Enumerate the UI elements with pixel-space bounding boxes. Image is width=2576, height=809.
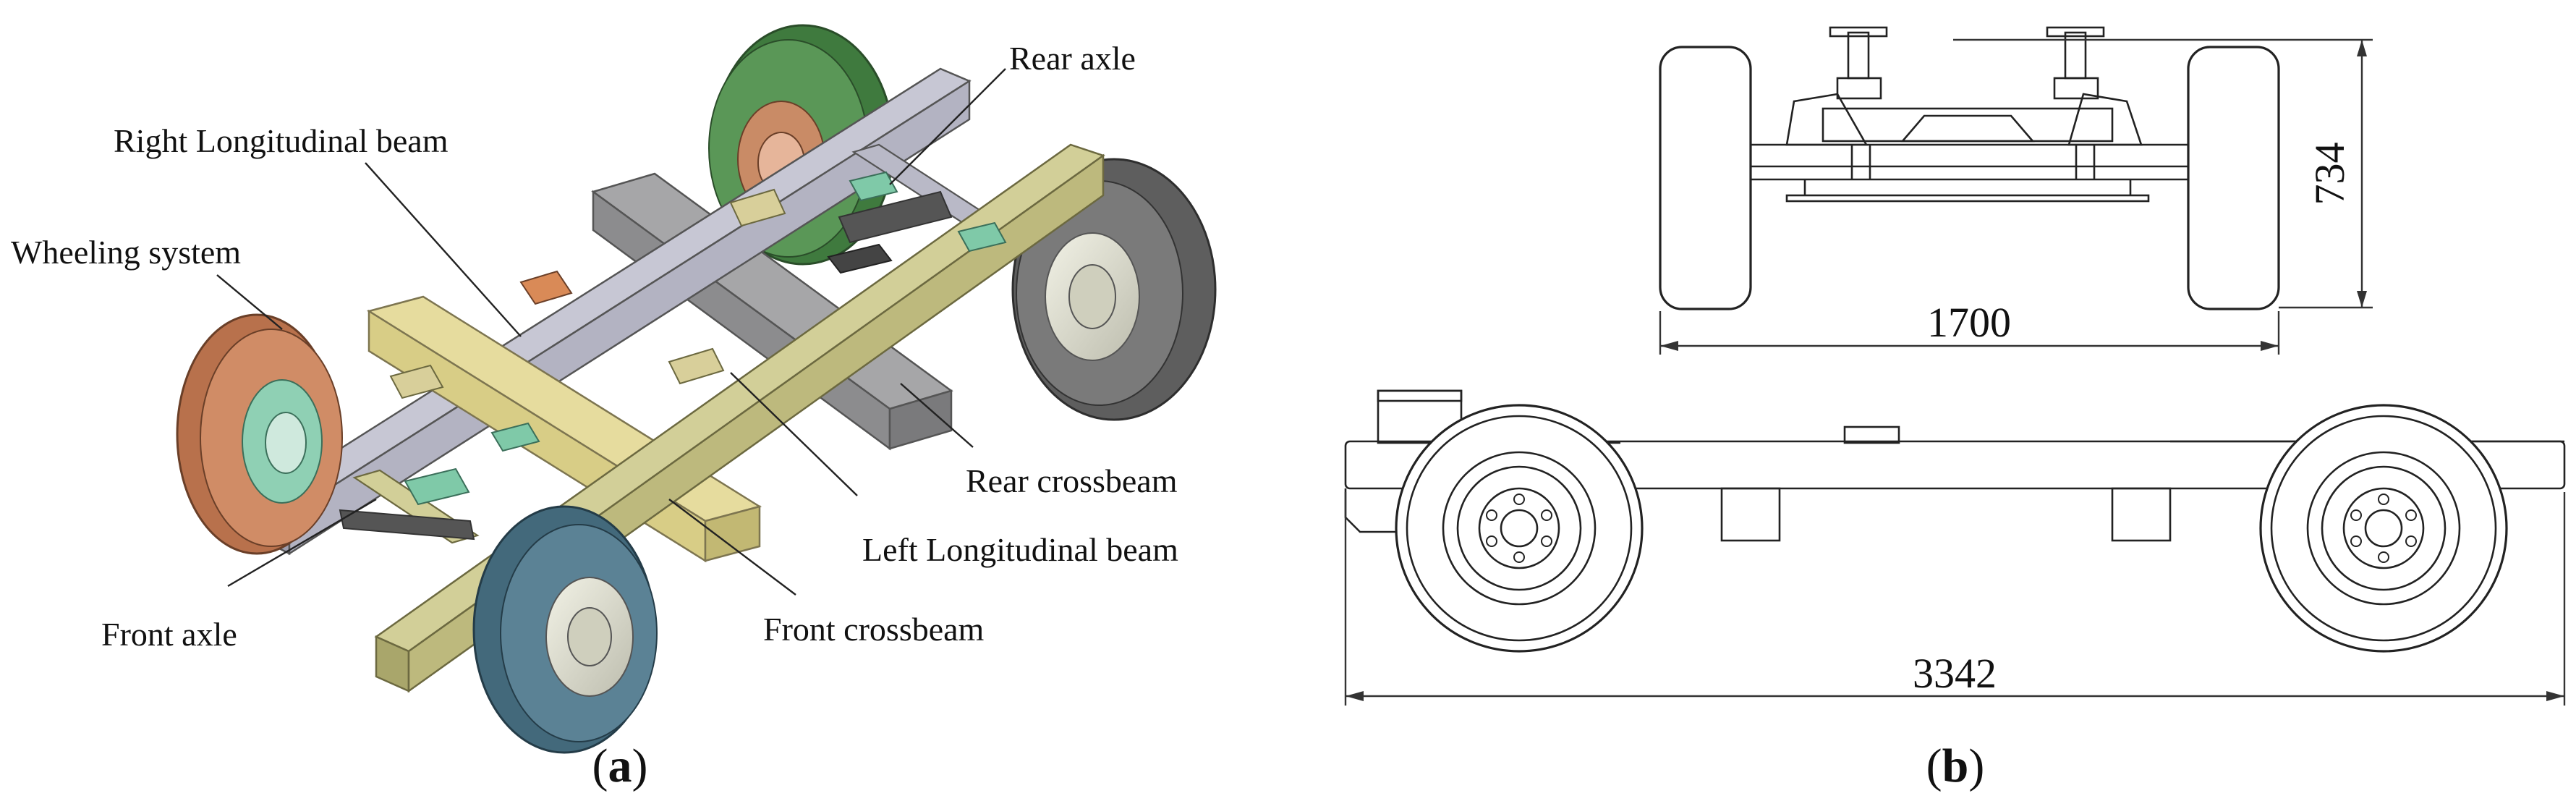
- front-view-drawing: [1659, 26, 2280, 310]
- label-rear-axle: Rear axle: [1009, 40, 1136, 77]
- side-view-frame: [1344, 440, 2566, 490]
- dimension-height-value: 734: [2306, 143, 2353, 206]
- wheel-blue: [472, 505, 658, 754]
- chassis-2d-drawings: 734 1700: [1344, 26, 2566, 792]
- leader-right-longitudinal-beam: [365, 162, 522, 337]
- label-right-longitudinal-beam: Right Longitudinal beam: [114, 122, 449, 159]
- leader-rear-crossbeam: [900, 383, 974, 448]
- front-axle: [339, 469, 480, 544]
- leader-rear-axle: [889, 68, 1006, 185]
- dimension-length: 3342: [1344, 492, 2566, 706]
- caption-a: (a): [592, 740, 648, 792]
- wheel-orange: [176, 313, 343, 555]
- leader-lines: [216, 68, 1006, 596]
- side-view-left-wheel: [1395, 404, 1644, 653]
- front-view-left-wheel: [1659, 46, 1752, 310]
- mounting-brackets: [389, 171, 1007, 506]
- leader-left-longitudinal-beam: [730, 372, 858, 496]
- leader-wheeling-system: [216, 274, 283, 330]
- side-view-right-wheel: [2259, 404, 2508, 653]
- label-rear-crossbeam: Rear crossbeam: [966, 462, 1178, 499]
- dimension-length-value: 3342: [1913, 650, 1997, 697]
- dimension-width-value: 1700: [1927, 299, 2011, 346]
- dimension-height: 734: [1953, 38, 2373, 309]
- label-front-axle: Front axle: [101, 616, 237, 653]
- label-front-crossbeam: Front crossbeam: [763, 611, 985, 648]
- caption-b: (b): [1926, 740, 1985, 792]
- leader-front-crossbeam: [668, 499, 796, 596]
- dimension-width: 1700: [1659, 299, 2280, 355]
- label-wheeling-system: Wheeling system: [11, 234, 241, 271]
- leader-front-axle: [227, 498, 377, 588]
- chassis-3d-view: Rear axle Right Longitudinal beam Wheeli…: [11, 24, 1217, 792]
- label-left-longitudinal-beam: Left Longitudinal beam: [862, 531, 1178, 568]
- front-view-right-wheel: [2187, 46, 2280, 310]
